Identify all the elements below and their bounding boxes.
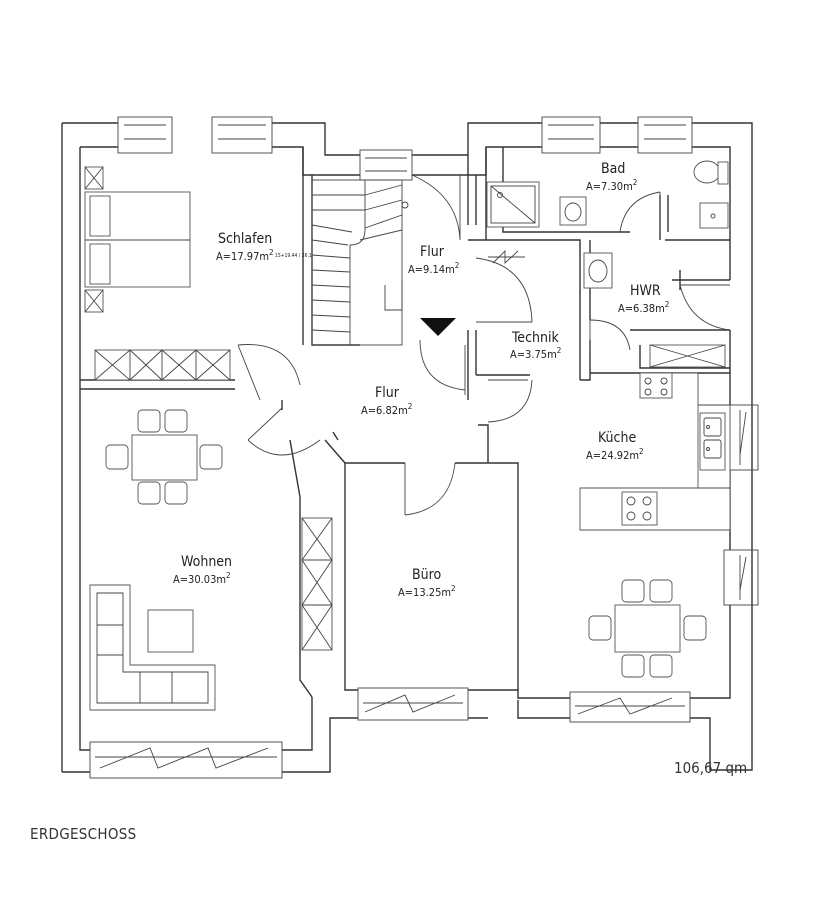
cooktop [621, 491, 658, 526]
window-wohnen [89, 741, 283, 779]
room-label-technik: Technik A=3.75m2 [510, 330, 561, 361]
door-bad [619, 191, 661, 233]
hwr-cabinet [649, 344, 726, 368]
wardrobe-schlafen [94, 349, 231, 381]
technik-symbol [488, 249, 525, 265]
room-note: 15+19.44 / 26.1 [275, 253, 312, 259]
window-bad-2 [637, 116, 693, 154]
dining-table-wohnen [105, 409, 223, 505]
window-kueche-2 [723, 549, 759, 606]
room-area: A=7.30m2 [586, 178, 637, 193]
room-label-flur-mid: Flur A=6.82m2 [361, 385, 412, 417]
toilet [693, 160, 729, 185]
room-name: Büro [412, 567, 441, 583]
room-name: Flur [420, 244, 445, 260]
kitchen-counter [579, 372, 731, 531]
room-label-bad: Bad A=7.30m2 [586, 161, 637, 193]
shower [486, 181, 540, 228]
oven [639, 372, 673, 399]
room-area: A=17.97m2 [216, 248, 274, 263]
door-hwr [679, 284, 731, 331]
total-area-label: 106,67 qm [674, 759, 748, 777]
room-area: A=24.92m2 [586, 447, 644, 462]
room-name: Küche [598, 430, 636, 446]
window-schlafen-1 [117, 116, 173, 154]
door-flur-technik [475, 257, 533, 323]
room-area: A=13.25m2 [398, 584, 456, 599]
hwr-sink [583, 252, 613, 289]
room-name: Flur [375, 385, 400, 401]
kitchen-sink [699, 412, 726, 471]
door-buero [404, 462, 456, 516]
room-area: A=6.82m2 [361, 402, 412, 417]
room-label-flur-top: Flur A=9.14m2 [408, 244, 459, 276]
floor-label: ERDGESCHOSS [30, 825, 137, 843]
room-name: HWR [630, 283, 661, 299]
window-schlafen-2 [211, 116, 273, 154]
room-name: Wohnen [181, 554, 232, 570]
sofa [89, 584, 216, 711]
room-area: A=30.03m2 [173, 571, 231, 586]
coffee-table [147, 609, 194, 653]
window-stair [359, 149, 413, 181]
nightstand-bottom [84, 289, 104, 313]
room-area: A=6.38m2 [618, 300, 669, 315]
room-label-wohnen: Wohnen A=30.03m2 [173, 554, 232, 586]
door-flur-lower [419, 339, 466, 395]
room-label-schlafen: Schlafen A=17.97m2 15+19.44 / 26.1 [216, 231, 312, 263]
door-wohnen [247, 407, 321, 456]
room-name: Schlafen [218, 231, 272, 247]
room-label-kueche: Küche A=24.92m2 [586, 430, 644, 462]
door-flur-kueche [487, 379, 533, 423]
dining-table-kueche [588, 579, 707, 678]
window-kueche-3 [569, 691, 691, 723]
room-label-hwr: HWR A=6.38m2 [618, 283, 669, 315]
interior-walls [80, 147, 730, 698]
entrance-arrow-icon [420, 318, 456, 336]
room-name: Technik [511, 330, 559, 346]
staircase [311, 179, 409, 346]
window-bad-1 [541, 116, 601, 154]
room-name: Bad [601, 161, 625, 177]
bad-sink [559, 196, 587, 226]
tv-cabinet [301, 517, 333, 651]
nightstand-top [84, 166, 104, 190]
room-label-buero: Büro A=13.25m2 [398, 567, 456, 599]
door-technik-hwr [589, 319, 631, 355]
window-buero [357, 687, 469, 721]
door-flur-entrance [411, 174, 461, 241]
room-area: A=3.75m2 [510, 346, 561, 361]
bed [84, 191, 191, 288]
bad-cabinet [699, 202, 729, 229]
door-schlafen [237, 344, 301, 401]
doors [237, 174, 731, 516]
room-area: A=9.14m2 [408, 261, 459, 276]
